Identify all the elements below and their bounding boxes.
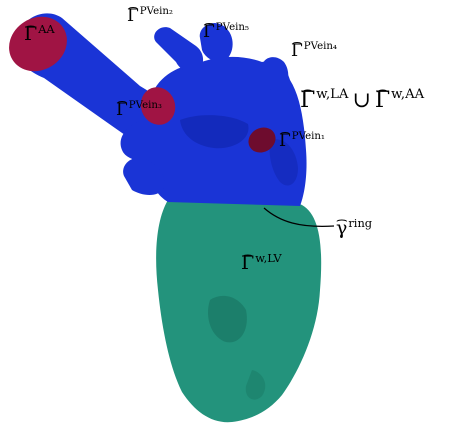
gamma-symbol: Γ bbox=[241, 254, 254, 273]
label-pvein4-sup: PVein₄ bbox=[304, 41, 337, 52]
label-wall-aa-sup: w,AA bbox=[391, 87, 424, 102]
label-pvein2: ΓPVein₂ bbox=[127, 7, 173, 25]
label-pvein3: ΓPVein₃ bbox=[116, 101, 162, 119]
label-pvein1: ΓPVein₁ bbox=[279, 132, 325, 150]
gamma-symbol: Γ bbox=[375, 90, 390, 112]
label-pvein1-sup: PVein₁ bbox=[292, 131, 325, 142]
gamma-symbol: Γ bbox=[279, 133, 291, 150]
label-pvein4: ΓPVein₄ bbox=[291, 42, 337, 60]
gamma-symbol: Γ bbox=[203, 24, 215, 41]
gamma-symbol: Γ bbox=[127, 8, 139, 25]
label-aa-sup: AA bbox=[38, 22, 54, 36]
gamma-symbol: Γ bbox=[300, 90, 315, 112]
label-pvein2-sup: PVein₂ bbox=[140, 6, 173, 17]
gamma-symbol: Γ bbox=[24, 25, 37, 44]
label-ring-sup: ring bbox=[348, 216, 372, 230]
label-aa: ΓAA bbox=[24, 24, 55, 44]
pulmonary-vein-4 bbox=[262, 57, 288, 91]
label-wall-lv-sup: w,LV bbox=[255, 251, 281, 265]
label-wall-lv: Γw,LV bbox=[241, 253, 282, 273]
label-ring: γring bbox=[336, 218, 372, 238]
gamma-symbol: Γ bbox=[291, 43, 303, 60]
label-wall-la-sup: w,LA bbox=[316, 87, 348, 102]
label-pvein5: ΓPVein₅ bbox=[203, 23, 249, 41]
label-wall-la-aa: Γw,LA∪Γw,AA bbox=[300, 88, 424, 112]
gamma-symbol: Γ bbox=[116, 102, 128, 119]
label-pvein3-sup: PVein₃ bbox=[129, 100, 162, 111]
union-operator: ∪ bbox=[352, 88, 370, 113]
label-pvein5-sup: PVein₅ bbox=[216, 22, 249, 33]
pulmonary-vein-2 bbox=[154, 27, 203, 72]
gamma-small-symbol: γ bbox=[336, 219, 347, 238]
